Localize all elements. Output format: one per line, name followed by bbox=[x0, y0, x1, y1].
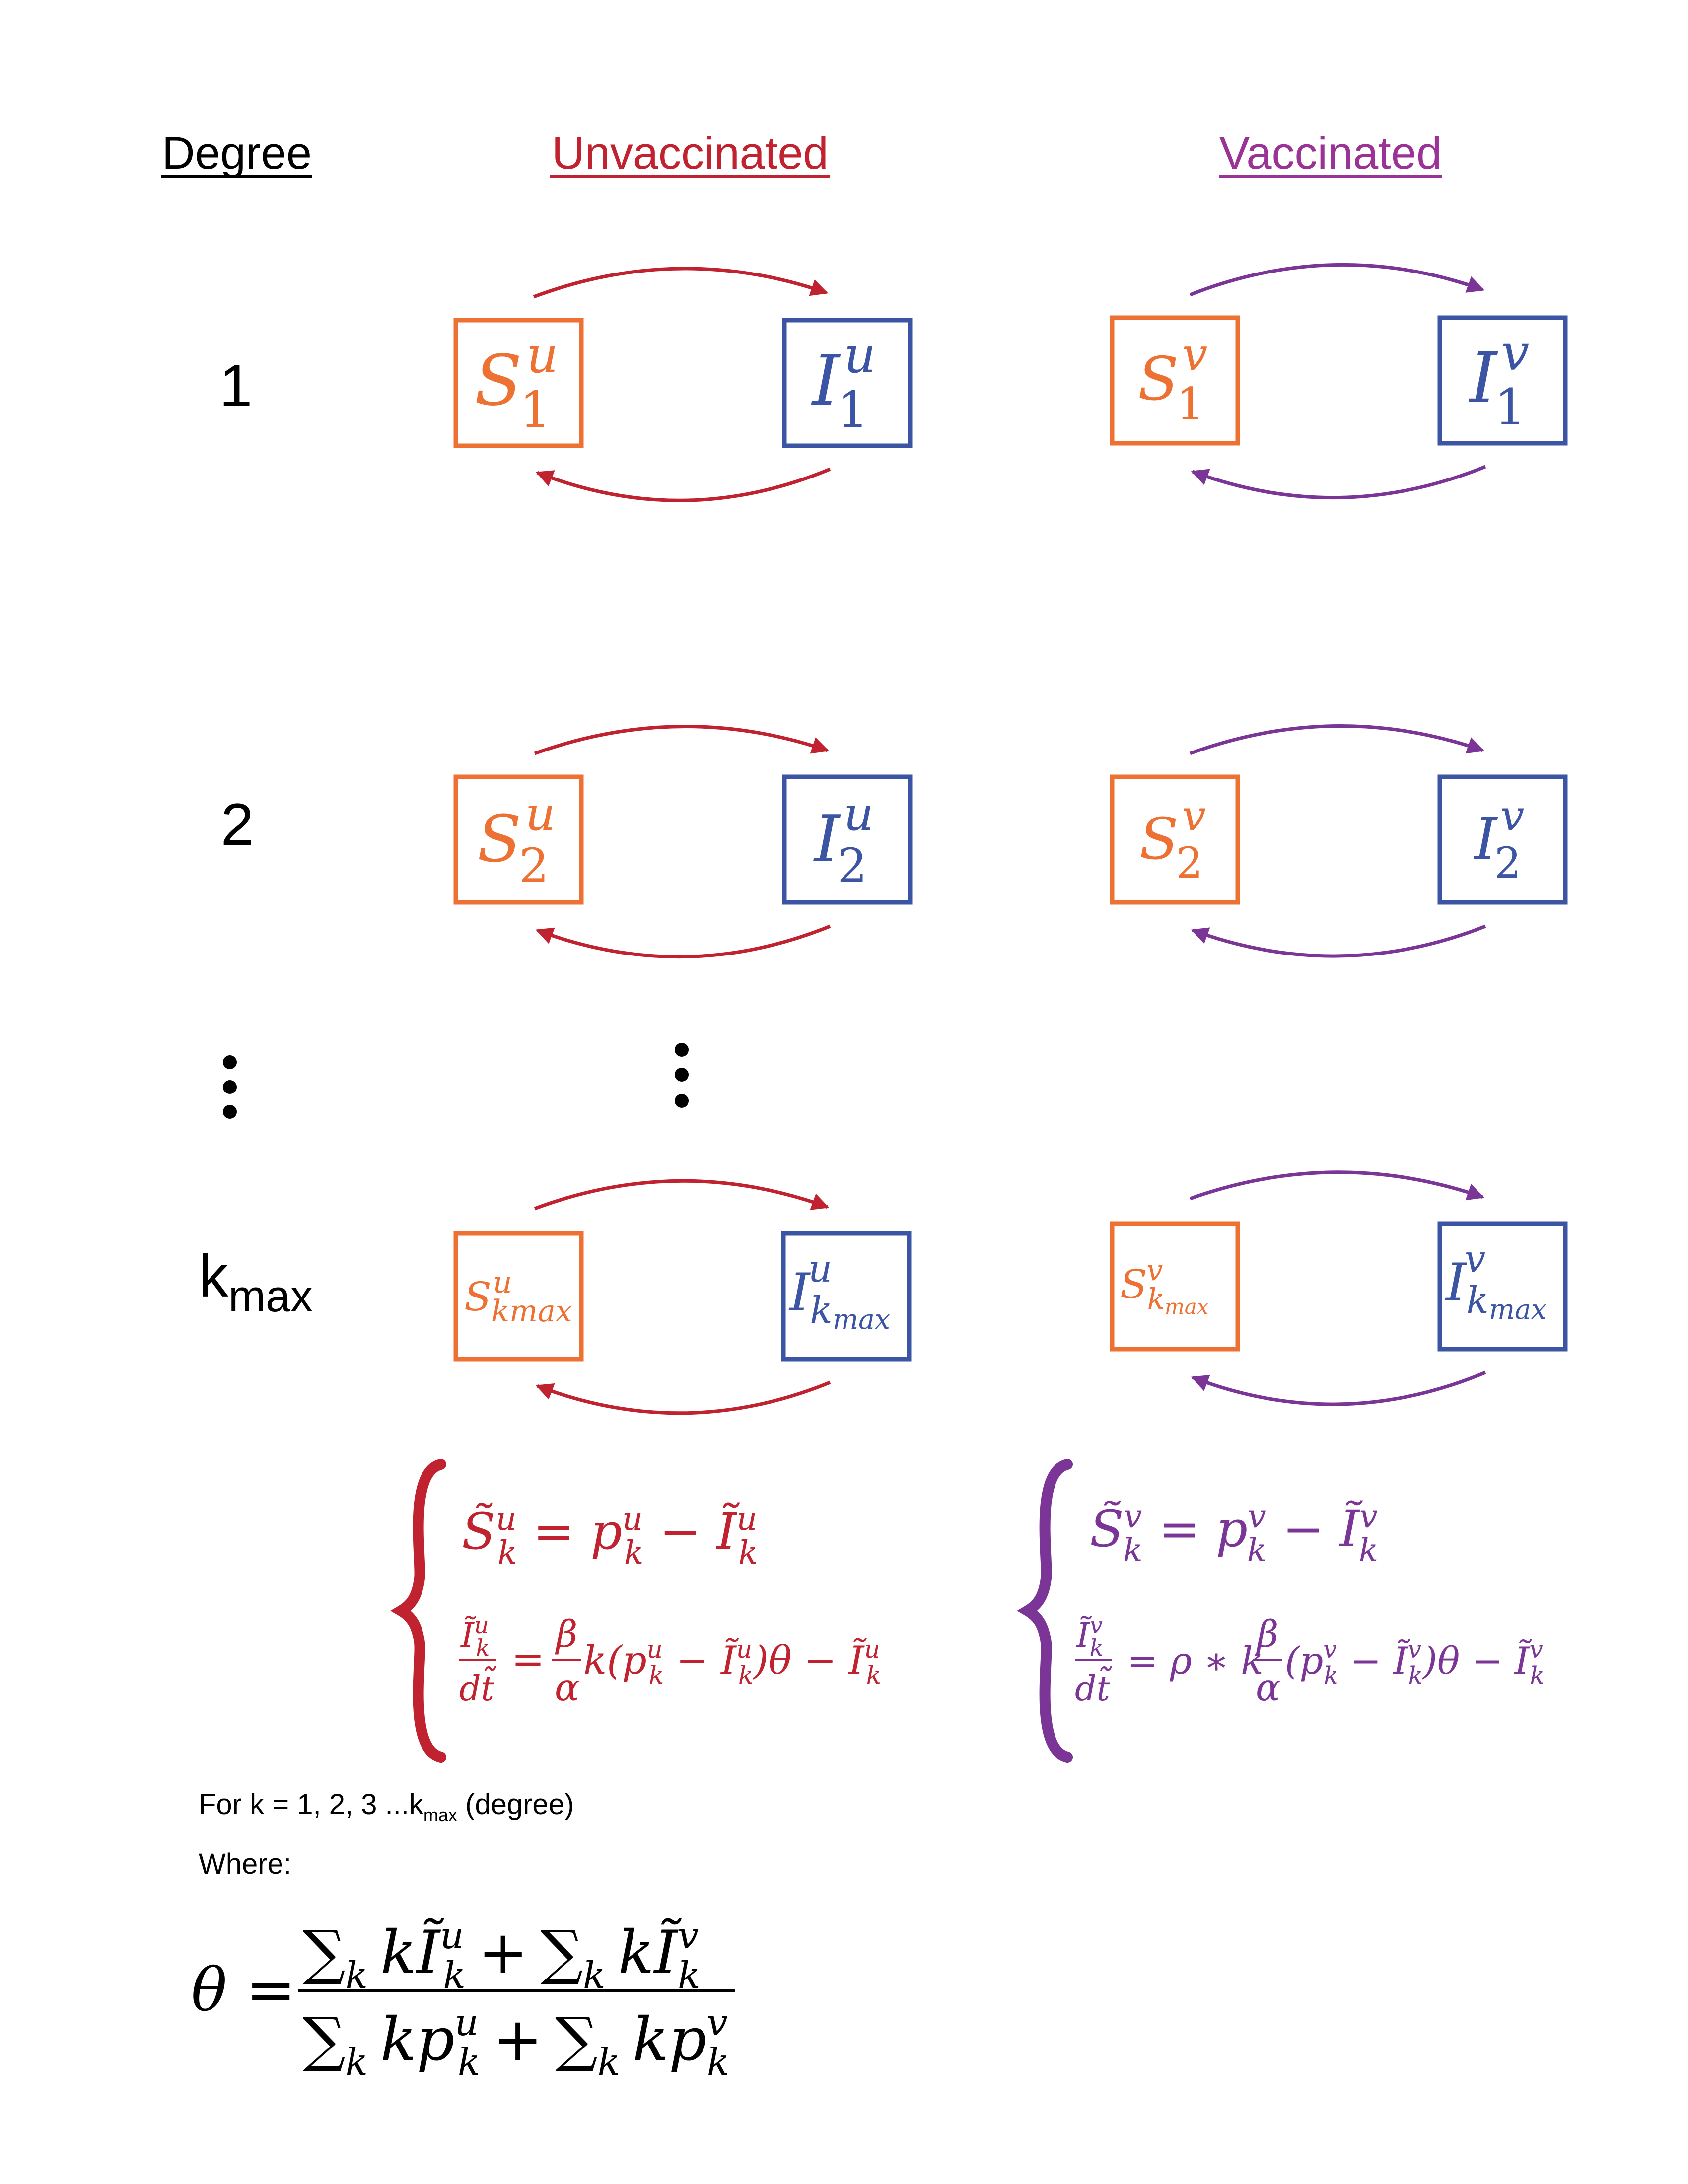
svg-text:k(puk − Ĩuk)θ − Ĩuk: k(puk − Ĩuk)θ − Ĩuk bbox=[583, 1635, 881, 1690]
svg-text:Ikmaxu: Ikmaxu bbox=[788, 1247, 890, 1335]
svg-text:Skmaxu: Skmaxu bbox=[464, 1265, 572, 1329]
box-s-unvacc-row2: S2u bbox=[453, 774, 584, 905]
svg-text:dt̃: dt̃ bbox=[459, 1666, 497, 1708]
arrow-unvacc-row2-recovery bbox=[535, 924, 831, 959]
svg-text:=: = bbox=[511, 1636, 545, 1682]
degree-label-kmax: kmax bbox=[199, 1243, 313, 1321]
svg-text:S2u: S2u bbox=[477, 787, 556, 893]
degree-range-note: For k = 1, 2, 3 ...kmax (degree) bbox=[199, 1788, 574, 1825]
svg-text:S2v: S2v bbox=[1139, 792, 1206, 888]
svg-text:Skmaxv: Skmaxv bbox=[1120, 1253, 1209, 1319]
svg-text:S̃vk = pvk − Ĩvk: S̃vk = pvk − Ĩvk bbox=[1090, 1498, 1378, 1569]
arrow-unvacc-rowk-infection bbox=[534, 1179, 830, 1211]
svg-text:= ρ ∗ k: = ρ ∗ k bbox=[1127, 1639, 1264, 1683]
svg-text:β: β bbox=[1256, 1612, 1278, 1656]
box-i-unvacc-row1: I1u bbox=[782, 318, 913, 448]
degree-continuation-dots bbox=[223, 1055, 237, 1119]
box-s-vacc-row2: S2v bbox=[1110, 774, 1240, 905]
brace-unvaccinated bbox=[390, 1459, 446, 1763]
svg-text:S1v: S1v bbox=[1138, 329, 1207, 430]
svg-text:α: α bbox=[555, 1665, 580, 1709]
svg-text:I2u: I2u bbox=[813, 787, 874, 893]
vaccinated-header: Vaccinated bbox=[1219, 128, 1442, 179]
svg-text:I2v: I2v bbox=[1474, 792, 1525, 888]
box-i-vacc-row2: I2v bbox=[1437, 774, 1568, 905]
box-s-vacc-row1: S1v bbox=[1110, 315, 1240, 446]
unvaccinated-header: Unvaccinated bbox=[552, 128, 828, 179]
svg-text:S1u: S1u bbox=[475, 326, 559, 439]
box-i-unvacc-rowk: Ikmaxu bbox=[781, 1231, 912, 1362]
svg-text:α: α bbox=[1256, 1665, 1281, 1709]
svg-text:dt̃: dt̃ bbox=[1075, 1666, 1113, 1708]
svg-text:β: β bbox=[555, 1612, 577, 1656]
degree-label-2: 2 bbox=[221, 791, 254, 858]
box-i-vacc-rowk: Ikmaxv bbox=[1437, 1221, 1568, 1352]
arrow-vacc-row2-recovery bbox=[1191, 924, 1486, 958]
arrow-unvacc-row1-recovery bbox=[535, 467, 831, 502]
arrow-vacc-rowk-recovery bbox=[1191, 1370, 1486, 1406]
box-s-unvacc-rowk: Skmaxu bbox=[453, 1231, 584, 1362]
svg-text:Ĩvk: Ĩvk bbox=[1075, 1612, 1104, 1661]
arrow-unvacc-row1-infection bbox=[533, 267, 829, 299]
degree-label-1: 1 bbox=[219, 352, 253, 419]
svg-text:S̃uk = puk − Ĩuk: S̃uk = puk − Ĩuk bbox=[462, 1501, 758, 1571]
svg-text:I1u: I1u bbox=[811, 326, 876, 439]
svg-text:I1v: I1v bbox=[1468, 324, 1529, 436]
degree-header: Degree bbox=[162, 128, 312, 179]
svg-text:(pvk − Ĩvk)θ − Ĩvk: (pvk − Ĩvk)θ − Ĩvk bbox=[1285, 1636, 1545, 1690]
box-s-vacc-rowk: Skmaxv bbox=[1110, 1221, 1240, 1352]
arrow-vacc-row1-infection bbox=[1189, 263, 1485, 297]
box-i-unvacc-row2: I2u bbox=[782, 774, 913, 905]
arrow-vacc-row2-infection bbox=[1189, 724, 1485, 755]
svg-text:Ikmaxv: Ikmaxv bbox=[1445, 1237, 1547, 1325]
arrow-vacc-row1-recovery bbox=[1191, 465, 1486, 500]
box-i-vacc-row1: I1v bbox=[1437, 315, 1568, 446]
brace-vaccinated bbox=[1017, 1459, 1073, 1763]
arrow-vacc-rowk-infection bbox=[1189, 1170, 1485, 1201]
where-label: Where: bbox=[199, 1848, 291, 1880]
arrow-unvacc-rowk-recovery bbox=[535, 1380, 831, 1415]
svg-text:Ĩuk: Ĩuk bbox=[460, 1612, 490, 1661]
svg-text:θ =: θ = bbox=[191, 1956, 296, 2025]
unvacc-continuation-dots bbox=[675, 1043, 689, 1108]
arrow-unvacc-row2-infection bbox=[534, 724, 830, 755]
box-s-unvacc-row1: S1u bbox=[453, 318, 584, 448]
